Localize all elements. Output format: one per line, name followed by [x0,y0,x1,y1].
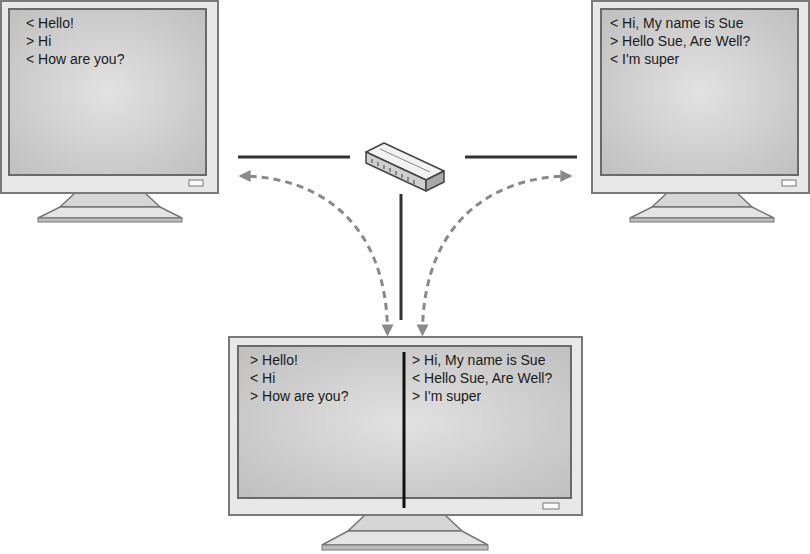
monitor-screen: > Hello!< Hi> How are you? > Hi, My name … [228,337,583,516]
monitor-right [592,1,809,222]
monitor-left [1,1,218,222]
monitor-screen: < Hello!> Hi< How are you? [0,0,219,194]
chat-line: < Hello Sue, Are Well? [412,369,552,387]
chat-line: > I'm super [412,387,481,405]
chat-line: > Hello Sue, Are Well? [610,32,750,50]
pane-divider [403,352,406,508]
chat-line: < Hi [250,369,275,387]
monitor-screen: < Hi, My name is Sue> Hello Sue, Are Wel… [592,0,810,194]
chat-line: < How are you? [26,50,124,68]
chat-line: > Hello! [250,351,298,369]
chat-line: > Hi [26,32,51,50]
network-switch [366,143,444,191]
chat-line: > Hi, My name is Sue [412,351,545,369]
monitor-bottom [229,337,582,550]
chat-line: > How are you? [250,387,348,405]
chat-line: < I'm super [610,50,679,68]
chat-line: < Hello! [26,14,74,32]
chat-line: < Hi, My name is Sue [610,14,743,32]
data-flow-arrow [423,176,571,334]
data-flow-arrow [241,176,388,334]
